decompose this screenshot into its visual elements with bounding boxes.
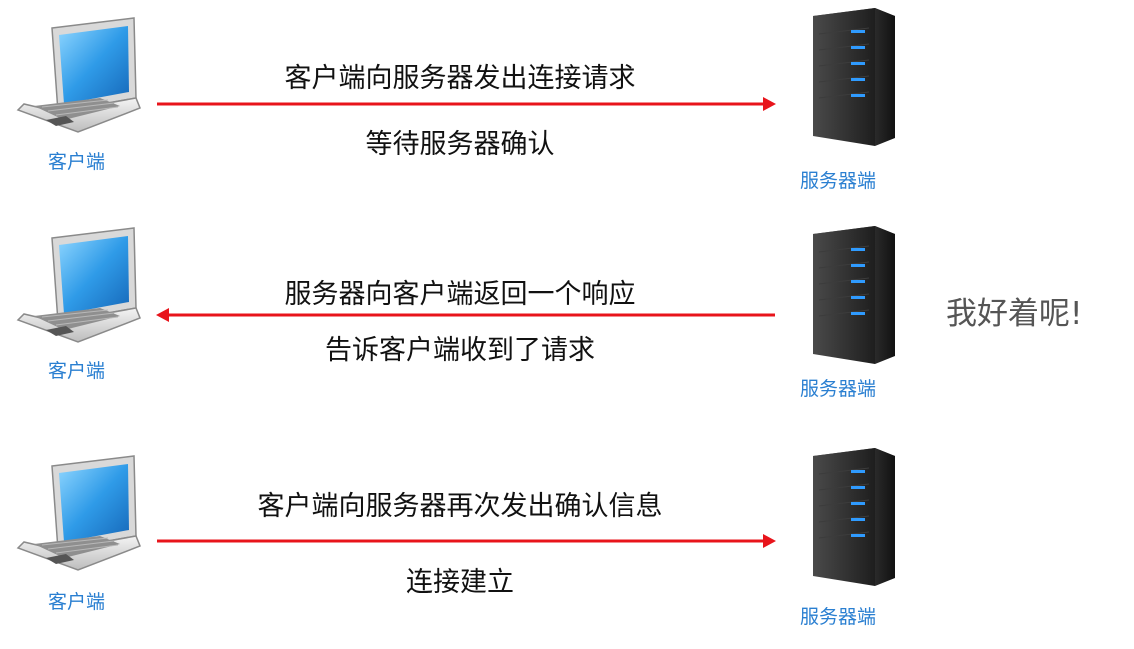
side-note: 我好着呢! (946, 296, 1083, 332)
handshake-step-3: 客户端 客户端向服务器再次发出确认信息 连接建立 服务器端 (0, 440, 1134, 649)
client-laptop-icon (17, 227, 141, 343)
client-label: 客户端 (48, 151, 106, 173)
client-label: 客户端 (48, 360, 106, 382)
arrow-left-icon (156, 308, 775, 322)
step-3-detail: 连接建立 (406, 567, 514, 598)
server-tower-icon (812, 225, 896, 365)
step-2-message: 服务器向客户端返回一个响应 (284, 279, 636, 310)
arrow-right-icon (157, 97, 776, 111)
client-laptop-icon (17, 17, 141, 133)
step-1-detail: 等待服务器确认 (365, 129, 555, 160)
server-tower-icon (812, 447, 896, 587)
server-label: 服务器端 (800, 170, 877, 192)
step-2-detail: 告诉客户端收到了请求 (325, 335, 595, 366)
server-label: 服务器端 (800, 378, 877, 400)
step-3-message: 客户端向服务器再次发出确认信息 (257, 491, 663, 522)
server-label: 服务器端 (800, 606, 877, 628)
client-laptop-icon (17, 455, 141, 571)
arrow-right-icon (157, 534, 776, 548)
handshake-step-1: 客户端 客户端向服务器发出连接请求 等待服务器确认 服务器端 (0, 0, 1134, 210)
handshake-step-2: 客户端 服务器向客户端返回一个响应 告诉客户端收到了请求 服务器端 (0, 210, 1134, 430)
step-1-message: 客户端向服务器发出连接请求 (284, 63, 636, 94)
client-label: 客户端 (48, 591, 106, 613)
server-tower-icon (812, 7, 896, 147)
